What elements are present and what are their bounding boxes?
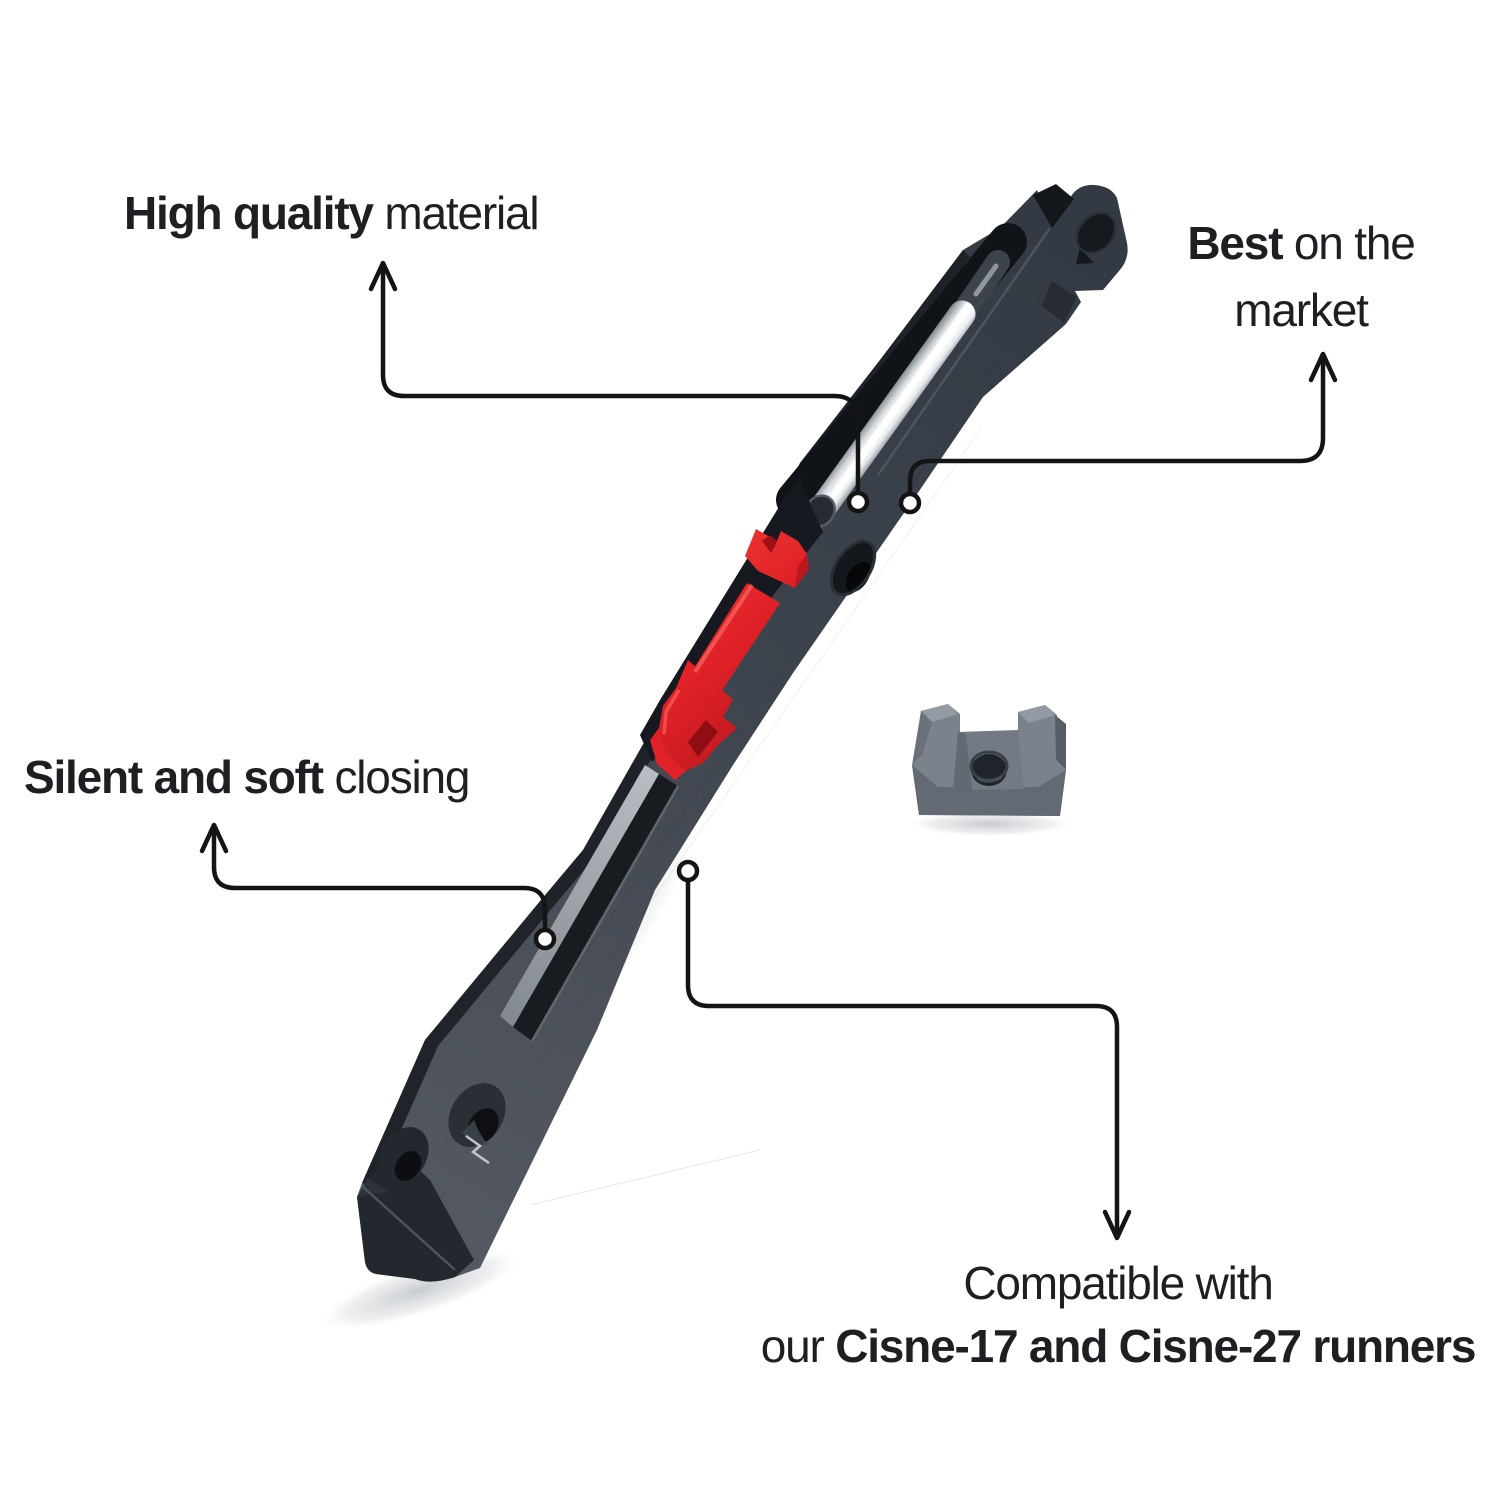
callout-high-quality-line	[380, 265, 861, 494]
label-high-quality-bold: High quality	[124, 187, 374, 239]
clip-right-ear-side	[1055, 715, 1066, 770]
callout-dot-icon	[898, 491, 922, 515]
label-best-line2: market	[1234, 283, 1369, 336]
label-compatible-line1: Compatible with	[963, 1257, 1273, 1309]
latch-foot-notch	[688, 720, 718, 757]
latch-clip-block	[745, 529, 809, 588]
clip-right-ear-top	[1018, 705, 1055, 723]
label-best-bold: Best	[1187, 217, 1283, 269]
callout-best	[898, 351, 1338, 515]
clip-left-ear-top	[921, 704, 958, 722]
side-nub	[1042, 281, 1077, 323]
arrow-up-icon	[1308, 351, 1338, 383]
callout-best-line	[907, 355, 1326, 495]
label-best-rest: on the	[1282, 217, 1416, 269]
tab-hole-notch	[1076, 248, 1094, 264]
callout-dot-icon	[533, 927, 557, 951]
clip-cast-shadow	[905, 811, 1075, 837]
label-best-line1: Best on the	[1056, 210, 1500, 277]
latch-foot-hook	[650, 728, 686, 780]
label-compatible-pre: our	[760, 1320, 836, 1373]
callout-silent	[199, 822, 557, 951]
latch-arm	[691, 583, 780, 695]
arrow-up-icon	[199, 822, 229, 854]
label-high-quality: High quality material	[124, 184, 540, 243]
latch-clip-shade	[795, 554, 809, 588]
channel-top-dark	[1033, 184, 1074, 228]
label-best: Best on the market	[1056, 210, 1500, 343]
label-compatible-bold: Cisne-17 and Cisne-27 runners	[835, 1320, 1476, 1373]
callout-dot-icon	[846, 490, 870, 514]
label-silent-bold: Silent and soft	[24, 751, 324, 803]
arrow-up-icon	[368, 260, 398, 292]
label-silent-rest: closing	[322, 751, 470, 803]
clip-front-face	[912, 765, 1066, 816]
callout-silent-line	[211, 827, 548, 931]
mounting-clip	[905, 704, 1075, 837]
callout-dot-icon	[676, 859, 700, 883]
top-mounting-tab	[1075, 211, 1117, 264]
latch-highlight	[693, 583, 754, 674]
label-compatible-line2: our Cisne-17 and Cisne-27 runners	[748, 1315, 1488, 1378]
clip-saddle-shade	[953, 732, 972, 790]
label-high-quality-rest: material	[372, 187, 539, 239]
clip-left-ear-side	[912, 711, 932, 765]
tab-hole-rim	[1075, 211, 1117, 255]
callout-high-quality	[368, 260, 870, 514]
latch-foot-highlight	[662, 689, 681, 735]
clip-hole	[969, 750, 1009, 786]
arrow-down-icon	[1102, 1209, 1132, 1241]
tab-hole	[1076, 212, 1116, 254]
face-edge-highlight	[876, 227, 1052, 476]
channel-light-wall	[500, 765, 659, 1027]
scratch-mark	[465, 1134, 490, 1165]
face-texture	[519, 299, 1041, 1206]
bevel-edge-light	[361, 1185, 456, 1271]
piston-sheen	[973, 263, 999, 297]
mid-mounting-hole	[829, 539, 877, 597]
callout-compatible	[676, 859, 1132, 1241]
bottom-screw-hole-2	[377, 1127, 429, 1185]
bottom-screw-hole-1	[448, 1083, 506, 1147]
latch-clip-notch	[762, 535, 777, 553]
channel-groove	[513, 774, 678, 1041]
channel-groove-edge-light	[530, 785, 680, 1042]
bottom-bevel	[357, 1150, 474, 1282]
red-latch	[650, 529, 809, 780]
label-silent: Silent and soft closing	[24, 748, 470, 807]
callout-compatible-line	[685, 879, 1120, 1235]
label-compatible: Compatible with our Cisne-17 and Cisne-2…	[748, 1252, 1488, 1379]
latch-foot	[659, 660, 737, 771]
